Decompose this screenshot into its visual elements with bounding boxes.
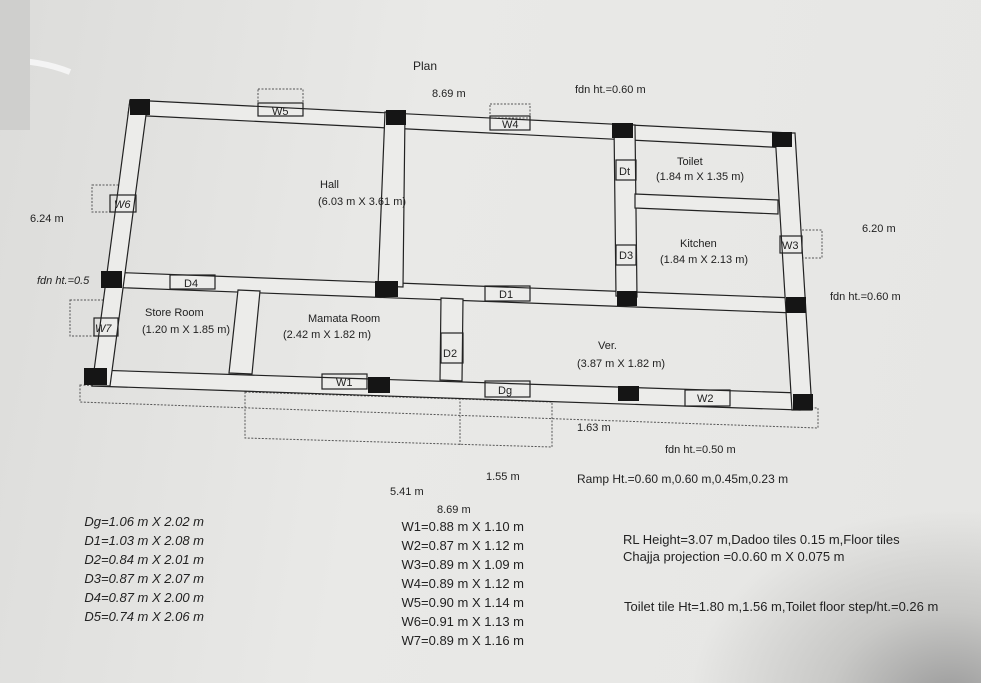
- d2-partition: [439, 297, 464, 382]
- door-dt-box: [615, 159, 637, 181]
- dim-bottom-mid: 1.55 m: [486, 471, 520, 483]
- fdn-left: fdn ht.=0.5: [37, 275, 90, 287]
- structural-columns: [84, 99, 813, 410]
- room-hall-name: Hall: [320, 179, 339, 191]
- room-toilet-size: (1.84 m X 1.35 m): [656, 171, 744, 183]
- window-schedule-row: W4=0.89 m X 1.12 m: [401, 576, 524, 591]
- label-w2: W2: [697, 393, 714, 405]
- room-store-size: (1.20 m X 1.85 m): [142, 324, 230, 336]
- label-w4: W4: [502, 119, 519, 131]
- binder-edge: [0, 0, 30, 130]
- door-schedule-row: Dg=1.06 m X 2.02 m: [84, 514, 204, 529]
- label-dg: Dg: [498, 385, 512, 397]
- left-wall: [91, 99, 149, 387]
- fdn-top: fdn ht.=0.60 m: [575, 84, 646, 96]
- window-schedule-row: W7=0.89 m X 1.16 m: [401, 633, 524, 648]
- window-w7-box: [93, 317, 119, 337]
- dim-bottom-left: 5.41 m: [390, 486, 424, 498]
- right-wall: [774, 132, 813, 411]
- room-verandah-size: (3.87 m X 1.82 m): [577, 358, 665, 370]
- window-schedule-row: W5=0.90 m X 1.14 m: [401, 595, 524, 610]
- label-w6: W6: [114, 199, 131, 211]
- door-d1-box: [484, 285, 531, 302]
- door-dg-box: [484, 380, 531, 398]
- toilet-note: Toilet tile Ht=1.80 m,1.56 m,Toilet floo…: [624, 599, 939, 614]
- plan-title: Plan: [413, 59, 437, 73]
- dim-top-length: 8.69 m: [432, 88, 466, 100]
- door-d4-box: [169, 274, 216, 290]
- label-w3: W3: [782, 240, 799, 252]
- toilet-kitchen-partition: [613, 123, 638, 298]
- window-w1-box: [321, 373, 368, 390]
- note-rl-height: RL Height=3.07 m,Dadoo tiles 0.15 m,Floo…: [623, 532, 900, 547]
- dim-bottom-total: 8.69 m: [437, 504, 471, 516]
- toilet-kitchen-wall: [634, 193, 779, 215]
- room-mamata-size: (2.42 m X 1.82 m): [283, 329, 371, 341]
- label-d4: D4: [184, 278, 198, 290]
- label-w5: W5: [272, 106, 289, 118]
- note-chajja: Chajja projection =0.0.60 m X 0.075 m: [623, 549, 845, 564]
- window-w6-box: [109, 194, 137, 213]
- door-schedule-row: D4=0.87 m X 2.00 m: [84, 590, 204, 605]
- room-kitchen-name: Kitchen: [680, 238, 717, 250]
- plinth-outline: [79, 384, 819, 429]
- w4-projection: [489, 103, 531, 119]
- label-d1: D1: [499, 289, 513, 301]
- label-dt: Dt: [619, 166, 630, 178]
- general-notes: RL Height=3.07 m,Dadoo tiles 0.15 m,Floo…: [623, 531, 900, 565]
- dim-right-width: 6.20 m: [862, 223, 896, 235]
- door-schedule: Dg=1.06 m X 2.02 m D1=1.03 m X 2.08 m D2…: [62, 512, 204, 626]
- room-store-name: Store Room: [145, 307, 204, 319]
- door-schedule-row: D3=0.87 m X 2.07 m: [84, 571, 204, 586]
- label-w1: W1: [336, 377, 353, 389]
- label-w7: W7: [95, 323, 112, 335]
- fdn-bottom: fdn ht.=0.50 m: [665, 444, 736, 456]
- door-schedule-row: D2=0.84 m X 2.01 m: [84, 552, 204, 567]
- room-toilet-name: Toilet: [677, 156, 703, 168]
- room-mamata-name: Mamata Room: [308, 313, 380, 325]
- window-schedule: W1=0.88 m X 1.10 m W2=0.87 m X 1.12 m W3…: [378, 517, 524, 650]
- window-w4-box: [489, 115, 531, 131]
- room-verandah-name: Ver.: [598, 340, 617, 352]
- window-schedule-row: W6=0.91 m X 1.13 m: [401, 614, 524, 629]
- room-hall-size: (6.03 m X 3.61 m): [318, 196, 406, 208]
- label-d3: D3: [619, 250, 633, 262]
- window-schedule-row: W1=0.88 m X 1.10 m: [401, 519, 524, 534]
- window-w2-box: [684, 389, 731, 407]
- store-partition: [228, 289, 261, 375]
- ramp-heights: Ramp Ht.=0.60 m,0.60 m,0.45m,0.23 m: [577, 472, 788, 486]
- room-kitchen-size: (1.84 m X 2.13 m): [660, 254, 748, 266]
- dim-bottom-right: 1.63 m: [577, 422, 611, 434]
- window-w5-box: [257, 102, 304, 117]
- label-d2: D2: [443, 348, 457, 360]
- window-schedule-row: W2=0.87 m X 1.12 m: [401, 538, 524, 553]
- top-wall: [127, 99, 791, 149]
- window-schedule-row: W3=0.89 m X 1.09 m: [401, 557, 524, 572]
- w5-projection: [257, 88, 304, 104]
- door-d2-box: [440, 332, 464, 364]
- door-d3-box: [615, 244, 637, 266]
- fdn-right: fdn ht.=0.60 m: [830, 291, 901, 303]
- window-w3-box: [779, 235, 803, 254]
- door-schedule-row: D1=1.03 m X 2.08 m: [84, 533, 204, 548]
- dim-left-width: 6.24 m: [30, 213, 64, 225]
- door-schedule-row: D5=0.74 m X 2.06 m: [84, 609, 204, 624]
